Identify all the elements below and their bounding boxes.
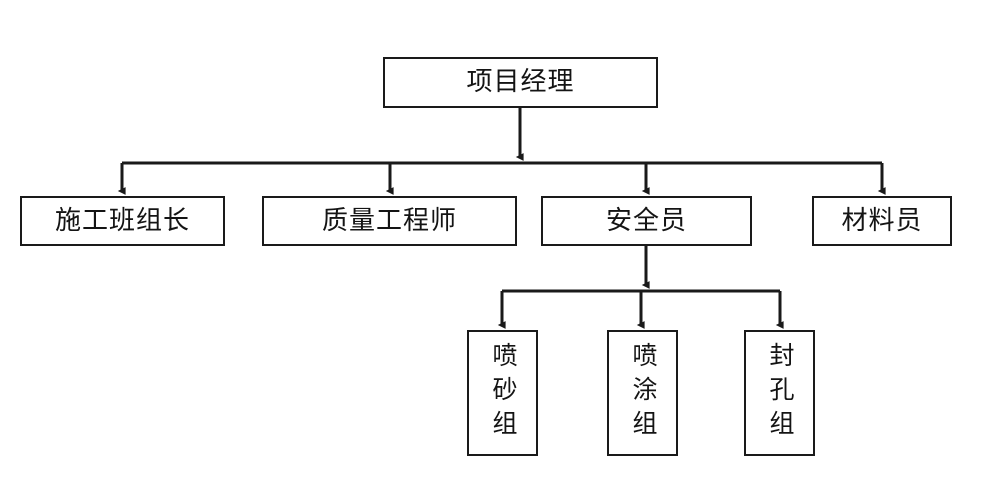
node-quality-engineer[interactable]: 质量工程师	[262, 196, 517, 246]
node-label: 质量工程师	[321, 205, 457, 235]
node-label: 施工班组长	[54, 205, 190, 235]
node-label: 喷砂组	[489, 342, 516, 444]
node-materials-clerk[interactable]: 材料员	[812, 196, 952, 246]
node-construction-team-leader[interactable]: 施工班组长	[20, 196, 225, 246]
node-spraying-group[interactable]: 喷涂组	[607, 330, 678, 456]
node-hole-sealing-group[interactable]: 封孔组	[744, 330, 815, 456]
node-sandblasting-group[interactable]: 喷砂组	[467, 330, 538, 456]
node-label: 项目经理	[466, 67, 575, 97]
node-project-manager[interactable]: 项目经理	[383, 57, 658, 108]
node-label: 喷涂组	[629, 342, 656, 444]
node-safety-officer[interactable]: 安全员	[541, 196, 752, 246]
node-label: 材料员	[841, 205, 923, 235]
node-label: 封孔组	[766, 342, 793, 444]
node-label: 安全员	[605, 205, 687, 235]
